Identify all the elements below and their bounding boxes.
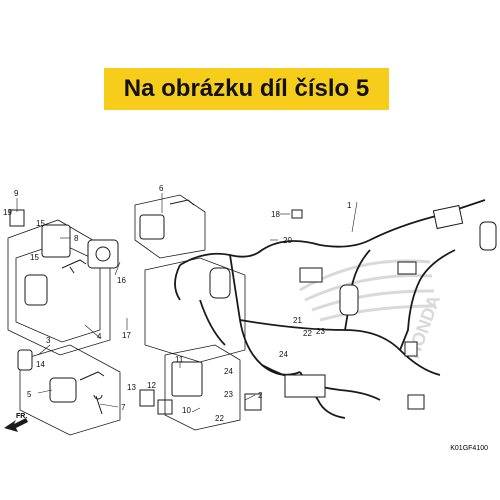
- callout-20: 20: [283, 236, 292, 245]
- leader-lines: [16, 193, 358, 413]
- callout-14: 14: [36, 360, 45, 369]
- callout-4: 4: [97, 332, 102, 341]
- callout-numbers: 1 2 3 4 5 6 7 8 9 10 11 12 13 14 15 15 1…: [3, 184, 352, 423]
- ignition-switch-parts: [9, 209, 165, 403]
- callout-10: 10: [182, 406, 191, 415]
- keys: [61, 199, 195, 415]
- left-group-frame: [7, 194, 206, 436]
- callout-15b: 15: [30, 253, 39, 262]
- callout-3: 3: [46, 336, 51, 345]
- fuse-box-box: [144, 257, 246, 431]
- callout-7: 7: [121, 403, 126, 412]
- callout-24b: 24: [224, 367, 233, 376]
- callout-5: 5: [27, 390, 32, 399]
- callout-11: 11: [175, 355, 184, 364]
- callout-17: 17: [122, 331, 131, 340]
- callout-18: 18: [271, 210, 280, 219]
- callout-22b: 22: [215, 414, 224, 423]
- front-arrow: FR.: [4, 413, 28, 432]
- callout-6: 6: [159, 184, 164, 193]
- diagram-code: K01GF4100: [450, 445, 488, 452]
- callout-23a: 23: [316, 327, 325, 336]
- callout-15a: 15: [36, 219, 45, 228]
- part-number-banner: Na obrázku díl číslo 5: [104, 68, 389, 110]
- honda-wing-watermark: [299, 259, 437, 322]
- callout-23b: 23: [224, 390, 233, 399]
- callout-12: 12: [147, 381, 156, 390]
- callout-1: 1: [347, 201, 352, 210]
- callout-21: 21: [293, 316, 302, 325]
- callout-13: 13: [127, 383, 136, 392]
- callout-8: 8: [74, 234, 79, 243]
- front-label: FR.: [16, 413, 27, 420]
- harness-components: [139, 204, 497, 415]
- callout-9: 9: [14, 189, 19, 198]
- callout-2: 2: [258, 391, 263, 400]
- callout-16: 16: [117, 276, 126, 285]
- callout-19: 19: [3, 208, 12, 217]
- callout-24a: 24: [279, 350, 288, 359]
- banner-text: Na obrázku díl číslo 5: [123, 75, 370, 102]
- callout-22a: 22: [303, 329, 312, 338]
